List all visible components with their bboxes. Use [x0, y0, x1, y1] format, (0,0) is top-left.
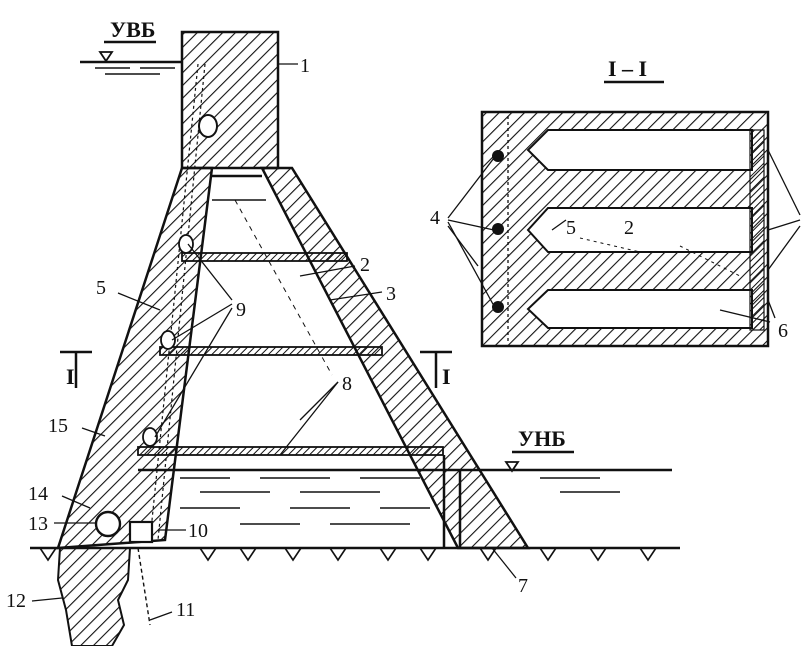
section-mark-left: I — [60, 350, 92, 389]
leader-lines — [31, 63, 517, 621]
section-title: I – I — [608, 56, 647, 81]
crest-gallery — [198, 114, 218, 138]
callout-1: 1 — [300, 55, 310, 77]
dam-crest — [180, 30, 280, 170]
callout-3: 3 — [386, 283, 396, 305]
callout-11: 11 — [176, 599, 195, 621]
gallery-upper — [178, 234, 194, 254]
headwater-level: УВБ — [80, 17, 182, 75]
drain-line-c — [234, 199, 333, 376]
section-well-3 — [492, 301, 504, 313]
callout-6: 6 — [778, 320, 788, 342]
callout-5: 5 — [96, 277, 106, 299]
callout-9: 9 — [236, 299, 246, 321]
section-well-2 — [492, 223, 504, 235]
section-view: I – I 4 5 2 — [430, 56, 801, 348]
drain-line-a — [149, 63, 199, 541]
callout-12: 12 — [6, 590, 26, 612]
callout-8: 8 — [342, 373, 352, 395]
section-callout-5: 5 — [566, 217, 576, 239]
section-cell-bottom — [526, 289, 753, 329]
section-callout-2: 2 — [624, 217, 634, 239]
tailwater-triangle-icon — [504, 461, 520, 473]
headwater-triangle-icon — [98, 51, 114, 63]
section-cell-top — [526, 129, 753, 171]
callout-14: 14 — [28, 483, 48, 505]
headwater-label: УВБ — [110, 17, 155, 42]
base-gallery-13 — [94, 510, 122, 538]
callout-7: 7 — [518, 575, 528, 597]
section-well-1 — [492, 150, 504, 162]
gallery-middle — [160, 330, 176, 350]
ground-hatch — [39, 547, 657, 562]
upstream-face-wall — [56, 166, 214, 550]
foundation-cutoff — [56, 547, 132, 646]
strut-middle — [159, 346, 383, 356]
tailwater-label: УНБ — [518, 426, 566, 451]
callout-13: 13 — [28, 513, 48, 535]
base-gallery-10 — [128, 520, 154, 544]
section-cell-middle — [526, 207, 753, 253]
svg-text:I: I — [66, 364, 75, 389]
callout-2: 2 — [360, 254, 370, 276]
callout-4: 4 — [430, 207, 440, 229]
svg-text:I: I — [442, 364, 451, 389]
section-mark-right: I — [420, 350, 452, 389]
strut-lower — [137, 446, 444, 456]
callout-10: 10 — [188, 520, 208, 542]
drain-line-b — [157, 63, 206, 541]
callout-15: 15 — [48, 415, 68, 437]
gallery-lower — [142, 427, 158, 447]
tailwater-level: УНБ — [138, 426, 672, 525]
